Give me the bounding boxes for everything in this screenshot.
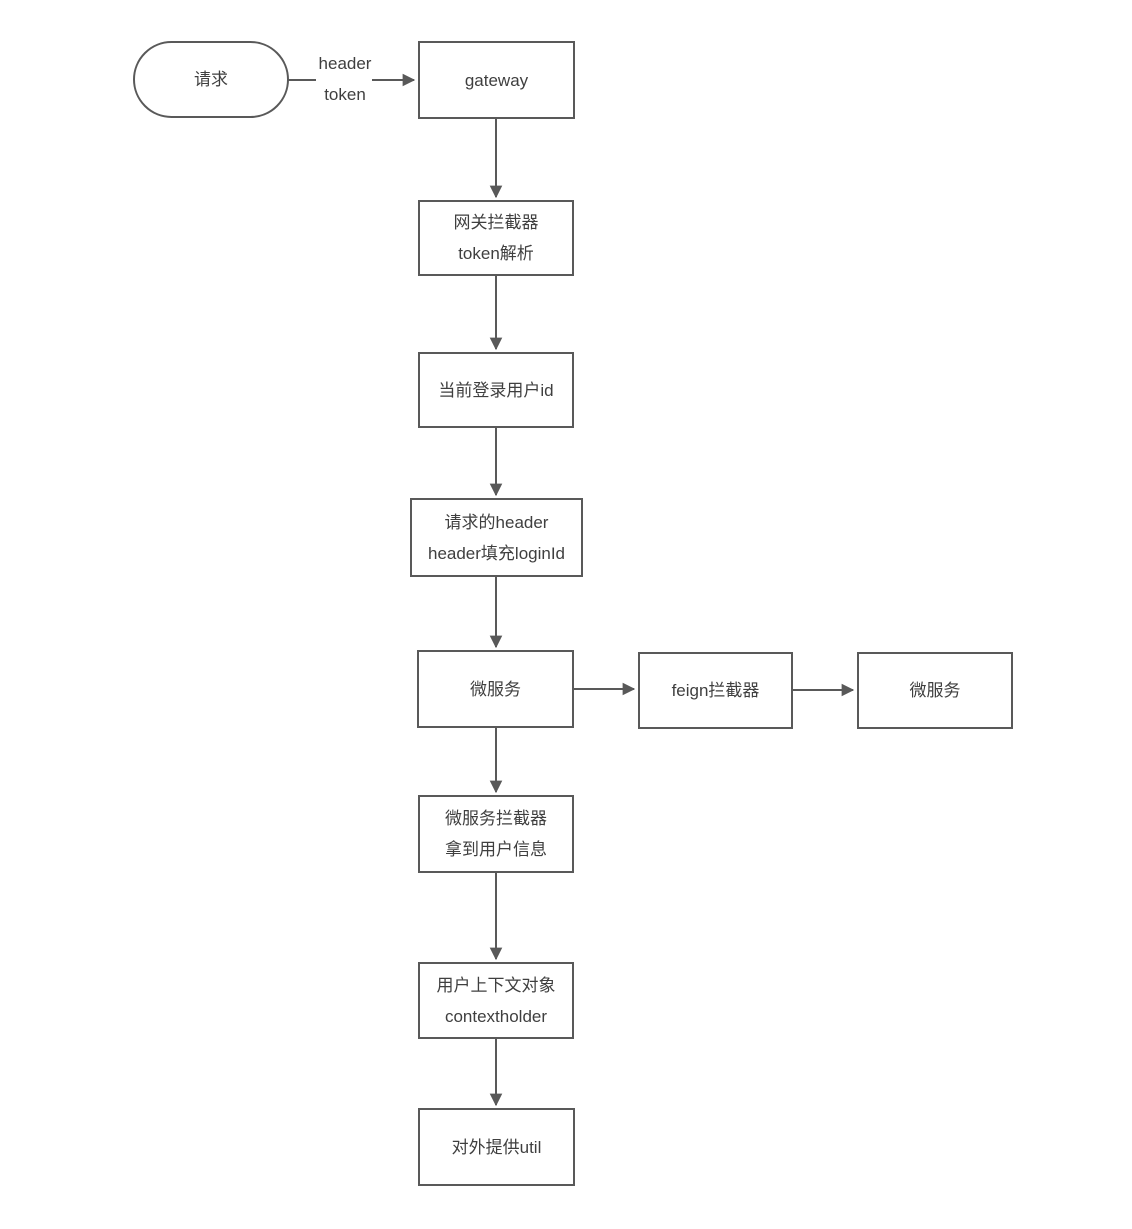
node-header-fill-line1: 请求的header [444,512,549,532]
node-gateway-interceptor-line1: 网关拦截器 [453,213,539,232]
edge-label-line2: token [324,85,366,104]
node-microservice-1-label: 微服务 [470,679,521,699]
node-login-user-id: 当前登录用户id [418,352,574,428]
node-microservice-interceptor-line1: 微服务拦截器 [445,809,547,828]
edge-label-line1: header [318,54,372,73]
node-feign-interceptor: feign拦截器 [638,652,793,729]
node-microservice-1: 微服务 [417,650,574,728]
node-microservice-2: 微服务 [857,652,1013,729]
node-gateway-interceptor: 网关拦截器 token解析 [418,200,574,276]
node-microservice-interceptor: 微服务拦截器 拿到用户信息 [418,795,574,873]
node-microservice-interceptor-line2: 拿到用户信息 [445,840,547,859]
node-context-holder-line2: contextholder [444,1006,548,1026]
node-provide-util-label: 对外提供util [451,1137,542,1157]
node-provide-util: 对外提供util [418,1108,575,1186]
edge-label-header-token: header token [306,53,384,106]
node-request: 请求 [133,41,289,118]
node-context-holder-line1: 用户上下文对象 [436,975,556,995]
node-gateway: gateway [418,41,575,119]
node-gateway-interceptor-line2: token解析 [458,244,534,263]
node-request-label: 请求 [194,70,228,89]
node-header-fill: 请求的header header填充loginId [410,498,583,577]
node-gateway-label: gateway [464,70,529,90]
node-microservice-2-label: 微服务 [909,681,961,700]
node-context-holder: 用户上下文对象 contextholder [418,962,574,1039]
node-header-fill-line2: header填充loginId [427,543,566,563]
node-feign-interceptor-label: feign拦截器 [671,681,760,700]
node-login-user-id-label: 当前登录用户id [438,380,554,400]
